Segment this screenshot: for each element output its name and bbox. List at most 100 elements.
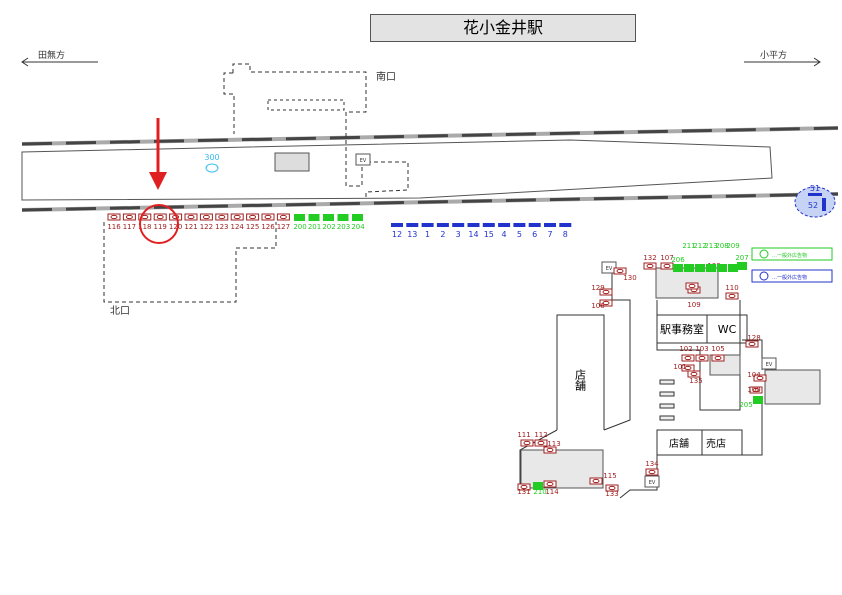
exit-north: 北口 bbox=[110, 305, 130, 317]
ad-spot-label-4: 4 bbox=[502, 230, 507, 239]
elevator-2 bbox=[644, 475, 660, 488]
ad-spot-label-112: 112 bbox=[534, 431, 547, 439]
ad-spot-label-206: 206 bbox=[671, 256, 685, 264]
legend-green-icon bbox=[759, 249, 769, 259]
ad-spot-label-125: 125 bbox=[246, 223, 259, 231]
ad-spot-label-128: 128 bbox=[747, 334, 760, 342]
ad-spot-52 bbox=[822, 198, 826, 211]
ad-spot-125 bbox=[246, 213, 260, 221]
ad-spot-label-213: 213 bbox=[704, 242, 717, 250]
ad-spot-label-101: 101 bbox=[673, 363, 686, 371]
ad-spot-mark-103 bbox=[698, 355, 706, 361]
ad-spot-mark-113 bbox=[546, 447, 554, 453]
ad-spot-103 bbox=[695, 354, 709, 362]
ad-spot-label-113: 113 bbox=[547, 440, 560, 448]
elevator-0 bbox=[355, 153, 371, 166]
ad-spot-mark-110 bbox=[728, 293, 736, 299]
elevator-3 bbox=[761, 357, 777, 370]
ad-spot-mark-128 bbox=[748, 341, 756, 347]
ad-spot-label-7: 7 bbox=[547, 230, 552, 239]
ad-spot-130 bbox=[613, 267, 627, 275]
ad-spot-label-202: 202 bbox=[322, 223, 335, 231]
ad-spot-label-123: 123 bbox=[215, 223, 228, 231]
ad-spot-label-134: 134 bbox=[645, 460, 659, 468]
legend-green-box bbox=[751, 247, 833, 261]
ad-spot-label-115: 115 bbox=[603, 472, 616, 480]
ad-spot-5 bbox=[513, 223, 526, 227]
ad-spot-124 bbox=[230, 213, 244, 221]
facility-shop: 店舗 bbox=[669, 437, 689, 450]
ad-spot-label-204: 204 bbox=[351, 223, 365, 231]
ad-spot-mark-135 bbox=[690, 371, 698, 377]
ad-spot-13 bbox=[406, 223, 419, 227]
ad-spot-mark-102 bbox=[684, 355, 692, 361]
legend-blue-box bbox=[751, 269, 833, 283]
ad-spot-15 bbox=[482, 223, 495, 227]
ad-spot-label-119: 119 bbox=[154, 223, 167, 231]
ad-spot-label-133: 133 bbox=[605, 490, 618, 498]
ad-spot-mark-131 bbox=[520, 484, 528, 490]
ad-spot-300 bbox=[205, 163, 219, 173]
ad-spot-label-132: 132 bbox=[643, 254, 656, 262]
ad-spot-122 bbox=[199, 213, 213, 221]
ad-spot-203 bbox=[337, 214, 349, 221]
ad-spot-212 bbox=[695, 264, 705, 272]
ad-spot-label-3: 3 bbox=[456, 230, 461, 239]
ad-spot-mark-130 bbox=[616, 268, 624, 274]
ad-spot-label-105: 105 bbox=[711, 345, 724, 353]
ad-spot-133 bbox=[605, 484, 619, 492]
ad-spot-label-102: 102 bbox=[679, 345, 692, 353]
ad-spot-mark-100 bbox=[752, 387, 760, 393]
ad-spot-115 bbox=[589, 477, 603, 485]
elevator-label-0: EV bbox=[360, 158, 367, 164]
ad-spot-label-121: 121 bbox=[184, 223, 197, 231]
ad-spot-mark-134 bbox=[648, 469, 656, 475]
ad-spot-label-129: 129 bbox=[591, 284, 604, 292]
legend-blue-label: …一般外広告物 bbox=[772, 274, 807, 281]
ad-spot-117 bbox=[122, 213, 136, 221]
ad-spot-127 bbox=[276, 213, 290, 221]
ad-spot-mark-123 bbox=[218, 214, 226, 220]
ad-spot-label-203: 203 bbox=[337, 223, 350, 231]
station-title: 花小金井駅 bbox=[370, 14, 636, 42]
ad-spot-label-100: 100 bbox=[747, 386, 760, 394]
ad-spot-106 bbox=[599, 299, 613, 307]
ad-spot-label-300: 300 bbox=[204, 153, 219, 162]
highlight-circle bbox=[139, 204, 179, 244]
ad-spot-201 bbox=[308, 214, 320, 221]
ad-spot-211 bbox=[684, 264, 694, 272]
ad-spot-label-207: 207 bbox=[735, 254, 748, 262]
ad-spot-8 bbox=[559, 223, 572, 227]
ad-spot-label-209: 209 bbox=[726, 242, 739, 250]
ad-spot-209 bbox=[728, 264, 738, 272]
ad-spot-116 bbox=[107, 213, 121, 221]
ad-spot-label-15: 15 bbox=[484, 230, 494, 239]
ad-spot-mark-115 bbox=[592, 478, 600, 484]
ad-spot-label-130: 130 bbox=[623, 274, 636, 282]
ad-spot-114 bbox=[543, 480, 557, 488]
exit-south: 南口 bbox=[376, 70, 396, 83]
ad-spot-label-126: 126 bbox=[261, 223, 275, 231]
ad-spot-label-124: 124 bbox=[231, 223, 245, 231]
elevator-label-2: EV bbox=[649, 480, 656, 486]
ad-spot-126 bbox=[261, 213, 275, 221]
ad-spot-label-109: 109 bbox=[687, 301, 700, 309]
ad-spot-12 bbox=[391, 223, 403, 227]
ad-spot-mark-101 bbox=[684, 365, 692, 371]
ad-spot-label-6: 6 bbox=[532, 230, 537, 239]
ad-spot-label-13: 13 bbox=[407, 230, 417, 239]
ad-spot-label-1: 1 bbox=[425, 230, 430, 239]
ad-spot-128 bbox=[745, 340, 759, 348]
ad-spot-113 bbox=[543, 446, 557, 454]
ad-spot-mark-121 bbox=[187, 214, 195, 220]
ad-spot-label-110: 110 bbox=[725, 284, 738, 292]
ad-spot-label-127: 127 bbox=[277, 223, 290, 231]
ad-spot-204 bbox=[352, 214, 363, 221]
ad-spot-123 bbox=[215, 213, 229, 221]
ad-spot-label-2: 2 bbox=[440, 230, 445, 239]
ad-spot-118 bbox=[138, 213, 152, 221]
ad-spot-label-210: 210 bbox=[533, 488, 546, 496]
ad-spot-210 bbox=[533, 482, 543, 490]
ad-spot-label-135: 135 bbox=[689, 377, 702, 385]
ad-spot-108 bbox=[685, 282, 699, 290]
